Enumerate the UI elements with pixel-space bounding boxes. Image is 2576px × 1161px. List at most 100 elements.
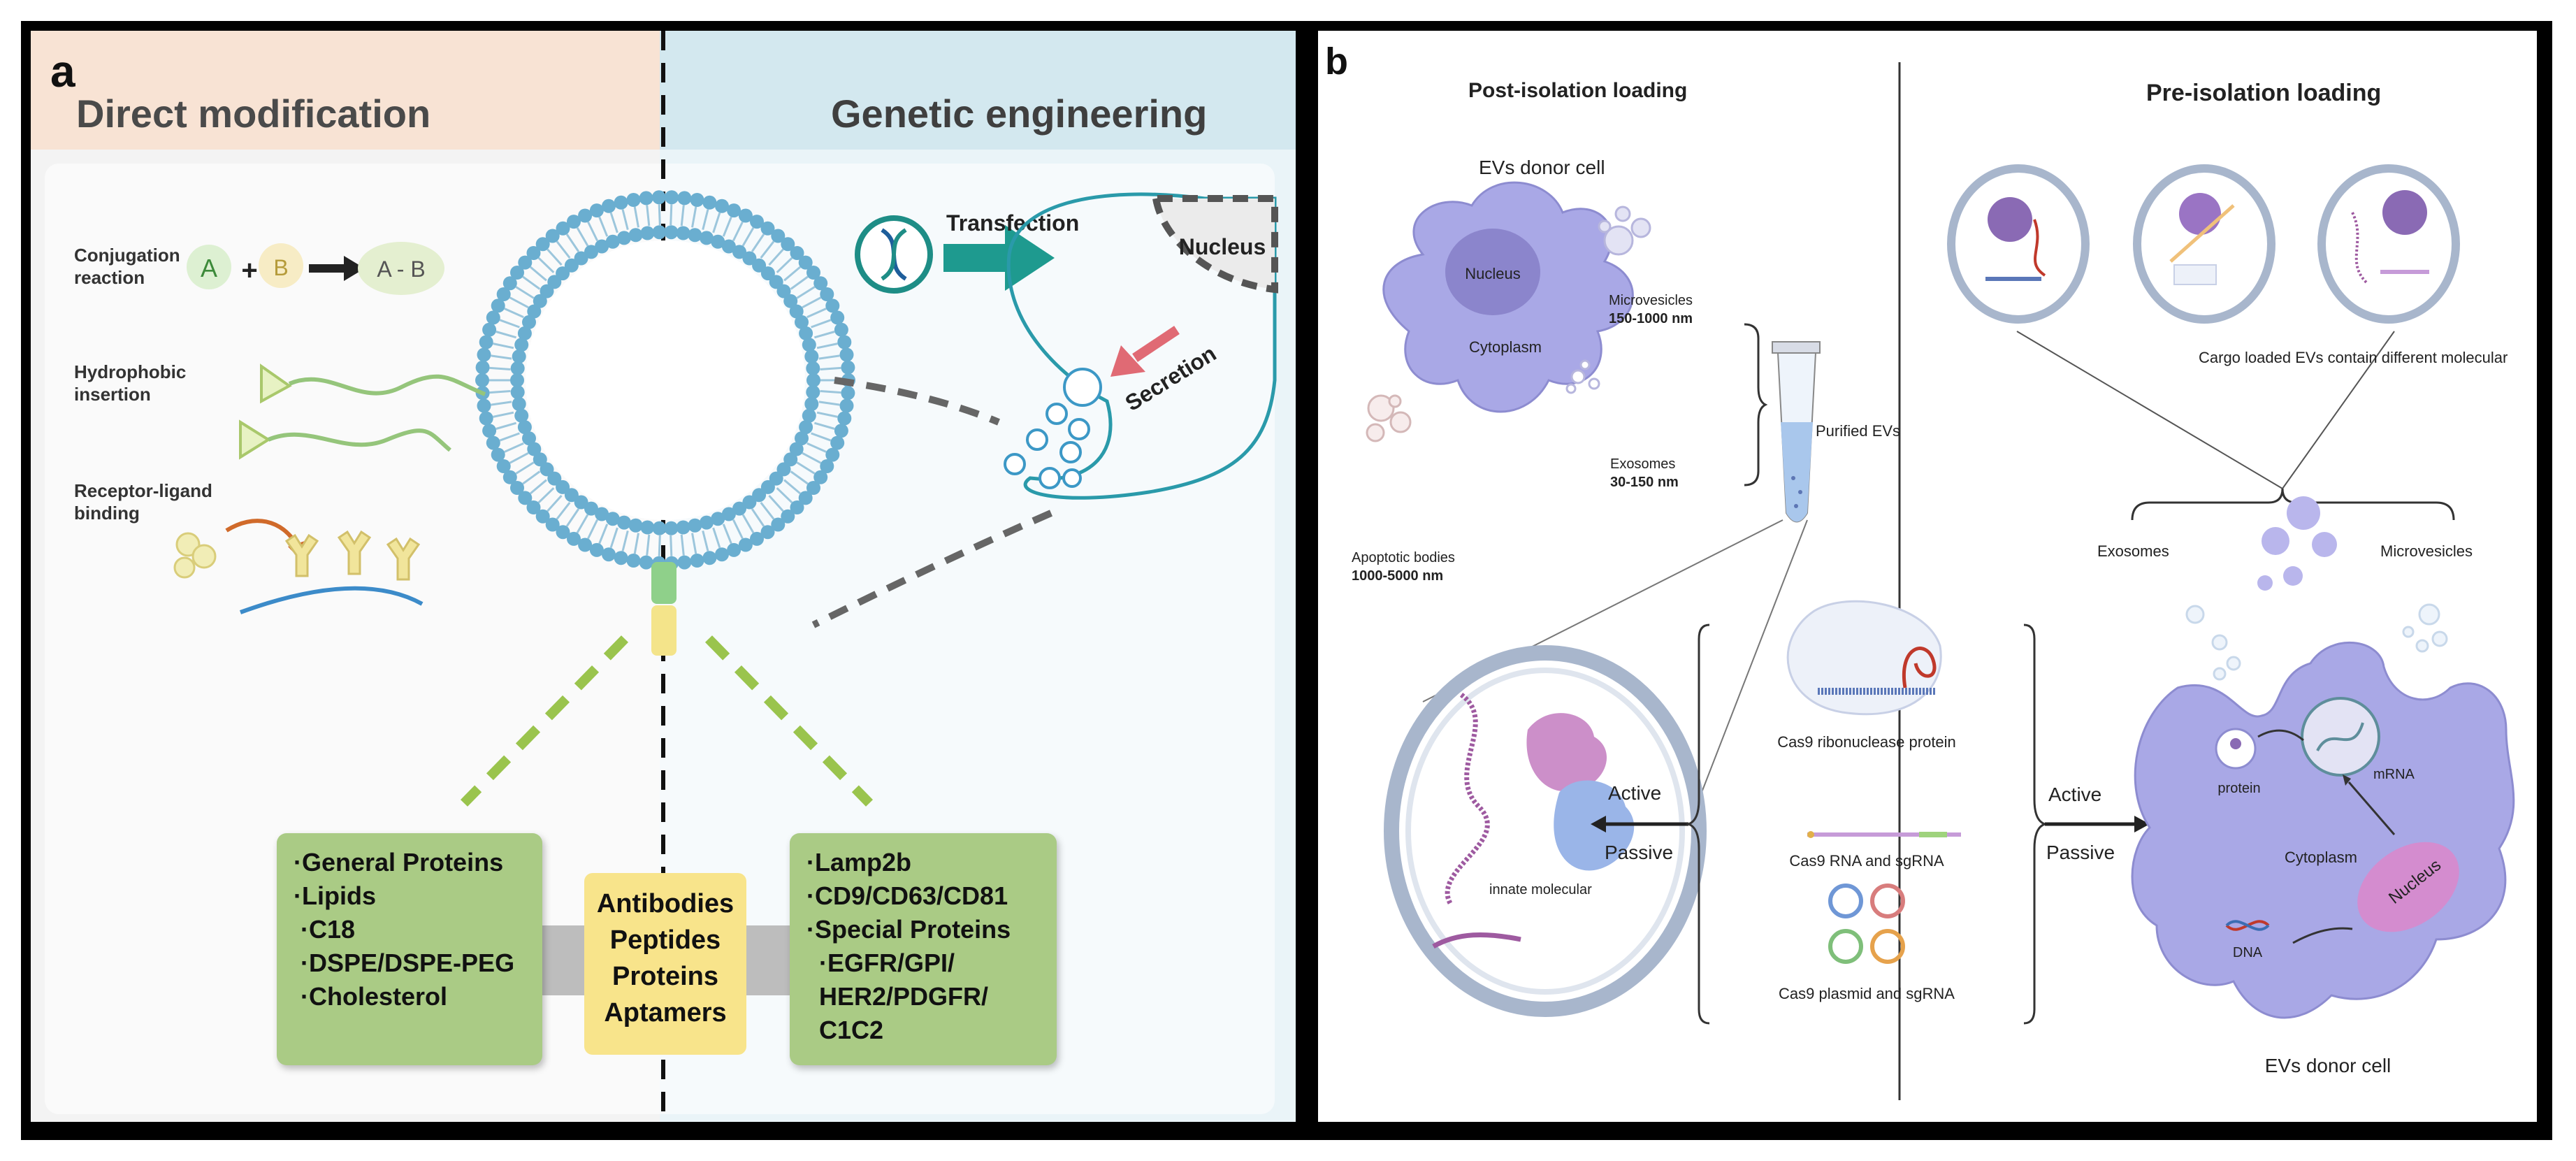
- middle-box-item: Aptamers: [604, 998, 727, 1027]
- panel-b-canvas: b Post-isolation loading Pre-isolation l…: [1325, 41, 2515, 1100]
- apoptotic-label: Apoptotic bodies: [1352, 550, 1455, 565]
- passive-right-label: Passive: [2046, 842, 2115, 863]
- genetic-targets-box: ·Lamp2b ·CD9/CD63/CD81 ·Special Proteins…: [790, 833, 1057, 1065]
- conj-a-label: A: [201, 254, 217, 282]
- dna-icon: [2225, 920, 2270, 931]
- hydrophobic-insertion-icon: [239, 363, 486, 460]
- arrow-nucleus-mrna-head: [2343, 774, 2351, 786]
- exosomes-size-label: 30-150 nm: [1610, 475, 1679, 490]
- panel-a: A + B A - B: [31, 31, 1296, 1122]
- conjugation-reaction-icon: A + B A - B: [187, 242, 444, 295]
- microvesicles-right-group: [2257, 496, 2337, 591]
- cargo-label: Cargo loaded EVs contain different molec…: [2199, 349, 2508, 366]
- dna-label: DNA: [2233, 945, 2263, 960]
- method-conjugation-line1: Conjugation: [74, 245, 180, 266]
- method-receptor-line2: binding: [74, 503, 140, 524]
- apoptotic-size-label: 1000-5000 nm: [1352, 568, 1443, 584]
- dna-plasmid-icon: [855, 215, 933, 294]
- cas9-rnp-icon: [1786, 600, 1942, 716]
- cas9-rnp-label: Cas9 ribonuclease protein: [1777, 733, 1956, 751]
- method-hydrophobic-line2: insertion: [74, 384, 151, 405]
- donor-nucleus-label: Nucleus: [1465, 265, 1520, 282]
- loaded-ev-3: [2317, 164, 2460, 324]
- microvesicles-right-label: Microvesicles: [2380, 542, 2473, 560]
- ev-bracket: [1744, 323, 1768, 486]
- right-box-item: HER2/PDGFR/: [819, 982, 989, 1011]
- loaded-ev-large: [1384, 645, 1707, 1017]
- conj-b-label: B: [273, 255, 288, 280]
- mrna-vesicle: [2301, 697, 2380, 777]
- right-box-item: ·CD9/CD63/CD81: [806, 881, 1008, 910]
- panel-a-letter: a: [50, 46, 75, 96]
- right-box-item: ·Lamp2b: [806, 848, 912, 877]
- apoptotic-bodies-group: [1366, 394, 1412, 442]
- donor-cell-outline: [1006, 192, 1277, 500]
- microvesicles-size-label: 150-1000 nm: [1609, 311, 1693, 326]
- mrna-label: mRNA: [2373, 767, 2415, 782]
- right-box-item: C1C2: [819, 1016, 884, 1044]
- conj-plus-label: +: [241, 255, 257, 286]
- left-box-item: ·Lipids: [294, 881, 376, 910]
- purified-evs-label: Purified EVs: [1816, 422, 1900, 440]
- microvesicles-label: Microvesicles: [1609, 293, 1693, 308]
- right-header-band: [660, 31, 1296, 150]
- conj-ab-label: A - B: [377, 257, 425, 282]
- protein-dot: [2230, 738, 2241, 749]
- mrna-strand: [2316, 722, 2364, 751]
- cas9-plasmid-label: Cas9 plasmid and sgRNA: [1779, 985, 1955, 1002]
- arrow-mrna-protein: [2257, 729, 2304, 742]
- donor-cell-right: [2131, 641, 2515, 1019]
- converge-line-1: [2016, 331, 2283, 489]
- left-header-band: [31, 31, 660, 150]
- nucleus-right-shape: [2357, 842, 2459, 932]
- active-arrow-left-head: [1591, 816, 1606, 832]
- microvesicles-group: [1598, 205, 1651, 256]
- arrow-dna-nucleus: [2292, 927, 2353, 944]
- active-left-label: Active: [1608, 782, 1661, 804]
- ligand-block: [651, 605, 676, 656]
- loaded-ev-1: [1947, 164, 2090, 324]
- transfection-label: Transfection: [946, 210, 1079, 236]
- cargo-bracket-left: [1685, 623, 1710, 1025]
- method-hydrophobic-line1: Hydrophobic: [74, 361, 186, 382]
- exosomes-right-group: [2185, 603, 2448, 681]
- donor-cell-bottom-label: EVs donor cell: [2265, 1055, 2392, 1076]
- active-right-label: Active: [2048, 784, 2101, 805]
- cargo-bracket-right: [2023, 623, 2048, 1025]
- nucleus-label: Nucleus: [1179, 234, 1266, 259]
- membrane-anchor: [651, 562, 676, 604]
- passive-left-label: Passive: [1605, 842, 1673, 863]
- left-box-item: ·Cholesterol: [301, 982, 448, 1011]
- released-vesicles: [1004, 368, 1102, 489]
- genetic-engineering-header: Genetic engineering: [831, 92, 1207, 136]
- link-left: [460, 635, 629, 807]
- direct-modification-header: Direct modification: [76, 92, 430, 136]
- loaded-ev-2: [2133, 164, 2275, 324]
- lipid-bilayer-vesicle: [475, 190, 855, 570]
- middle-box-item: Proteins: [612, 962, 719, 991]
- transfection-arrow: [943, 225, 1055, 291]
- exosomes-label: Exosomes: [1610, 456, 1675, 472]
- converge-line-2: [2282, 331, 2395, 489]
- left-box-item: ·C18: [301, 915, 356, 944]
- protein-label: protein: [2217, 781, 2260, 796]
- donor-cytoplasm-label: Cytoplasm: [1469, 338, 1542, 356]
- vesicle-lumen: [526, 240, 805, 520]
- cas9-rna-label: Cas9 RNA and sgRNA: [1789, 852, 1944, 870]
- connector-lower: [811, 510, 1053, 628]
- panel-b-letter: b: [1325, 41, 1348, 82]
- middle-box-item: Peptides: [609, 925, 721, 955]
- donor-cell-top-label: EVs donor cell: [1479, 157, 1605, 178]
- direct-targets-box: ·General Proteins ·Lipids ·C18 ·DSPE/DSP…: [277, 833, 542, 1065]
- ev-types-brace: [2131, 488, 2455, 521]
- loaded-ev-inner-ring: [1405, 668, 1685, 995]
- active-arrow-right-head: [2134, 816, 2150, 832]
- cas9-plasmid-icon: [1828, 884, 1905, 964]
- donor-nucleus: [1445, 229, 1540, 315]
- left-box-item: ·DSPE/DSPE-PEG: [301, 949, 515, 977]
- method-conjugation-line2: reaction: [74, 267, 145, 288]
- nucleus-shape: [1152, 195, 1278, 294]
- cytoplasm-right-label: Cytoplasm: [2285, 849, 2357, 866]
- method-receptor-line1: Receptor-ligand: [74, 480, 212, 501]
- middle-box-item: Antibodies: [596, 889, 735, 918]
